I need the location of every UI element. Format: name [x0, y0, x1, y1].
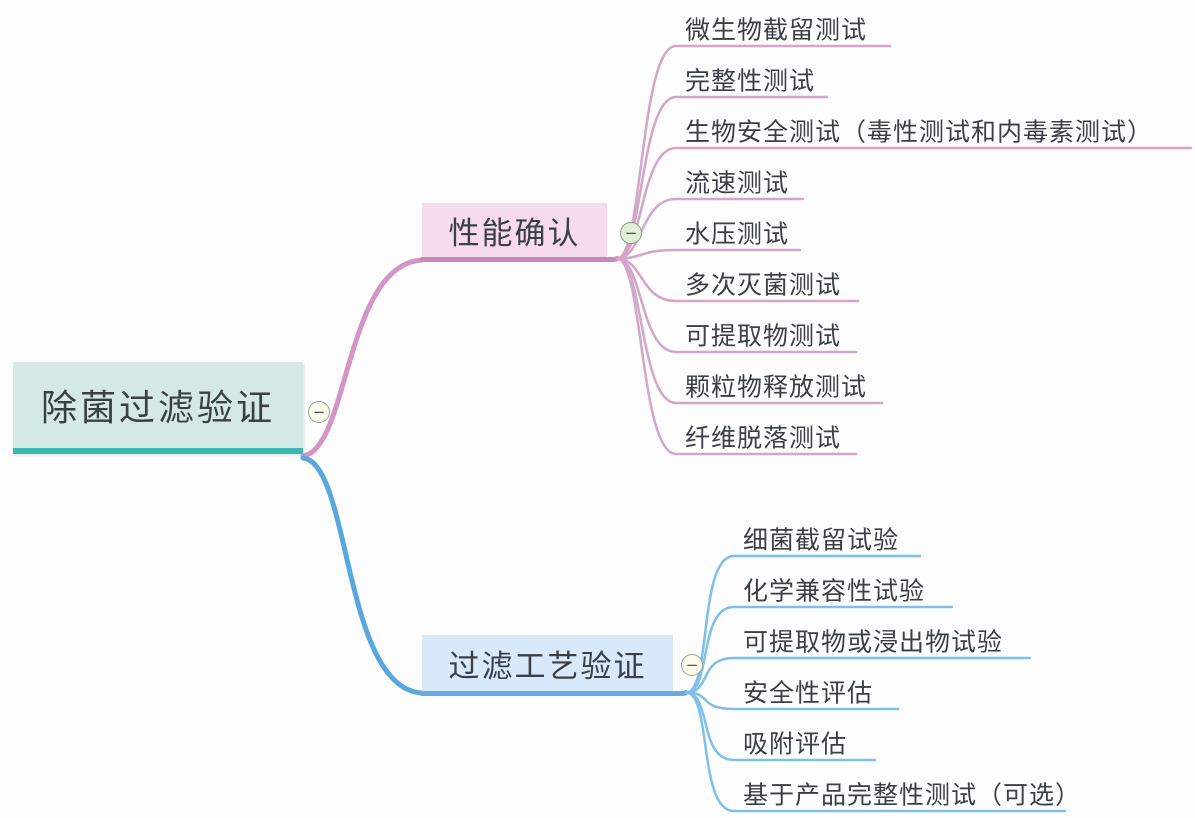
- connector-path: [419, 690, 689, 696]
- connector-path: [615, 95, 829, 260]
- leaf-node[interactable]: 安全性评估: [743, 680, 874, 708]
- leaf-node[interactable]: 多次灭菌测试: [685, 272, 842, 300]
- connector-path: [419, 256, 620, 262]
- collapse-button-process[interactable]: −: [681, 654, 703, 676]
- connector-path: [684, 656, 1032, 694]
- connector-path: [615, 44, 892, 260]
- connector-path: [300, 455, 425, 696]
- connector-path: [684, 605, 954, 694]
- leaf-node[interactable]: 化学兼容性试验: [743, 578, 926, 606]
- connector-path: [615, 197, 805, 260]
- collapse-button-performance[interactable]: −: [620, 222, 642, 244]
- connector-path: [300, 257, 425, 459]
- leaf-node[interactable]: 细菌截留试验: [743, 527, 900, 555]
- connector-path: [684, 691, 1067, 813]
- leaf-node[interactable]: 可提取物测试: [685, 323, 842, 351]
- leaf-node[interactable]: 微生物截留测试: [685, 17, 868, 45]
- leaf-node[interactable]: 基于产品完整性测试（可选）: [743, 782, 1082, 810]
- leaf-node[interactable]: 水压测试: [685, 221, 790, 249]
- leaf-node[interactable]: 生物安全测试（毒性测试和内毒素测试）: [685, 119, 1154, 147]
- branch-node-performance[interactable]: 性能确认: [422, 203, 607, 257]
- branch-node-process[interactable]: 过滤工艺验证: [422, 635, 673, 691]
- connector-path: [615, 248, 802, 260]
- leaf-node[interactable]: 吸附评估: [743, 731, 848, 759]
- leaf-node[interactable]: 可提取物或浸出物试验: [743, 629, 1004, 657]
- root-node[interactable]: 除菌过滤验证: [13, 362, 303, 454]
- connector-path: [615, 257, 858, 456]
- leaf-node[interactable]: 完整性测试: [685, 68, 816, 96]
- connector-path: [684, 554, 922, 694]
- collapse-button-root[interactable]: −: [308, 401, 330, 423]
- leaf-node[interactable]: 纤维脱落测试: [685, 425, 842, 453]
- minus-icon: −: [685, 655, 699, 674]
- minus-icon: −: [624, 223, 638, 242]
- connector-path: [684, 691, 900, 711]
- connector-path: [615, 257, 860, 303]
- minus-icon: −: [312, 402, 326, 421]
- leaf-node[interactable]: 颗粒物释放测试: [685, 374, 868, 402]
- connector-path: [615, 146, 1193, 260]
- leaf-node[interactable]: 流速测试: [685, 170, 790, 198]
